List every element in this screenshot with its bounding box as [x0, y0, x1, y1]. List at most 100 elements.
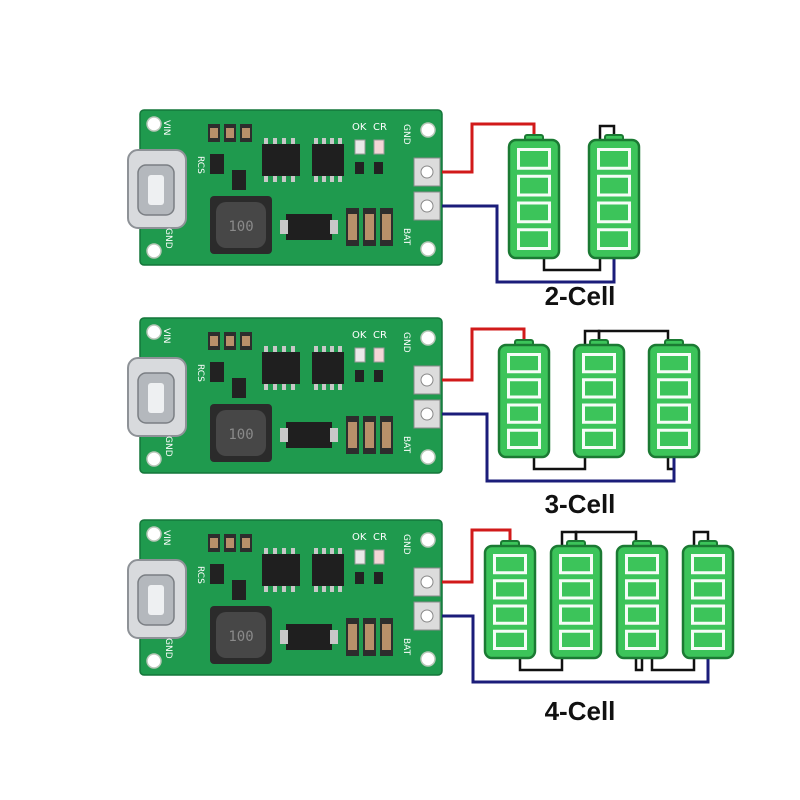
capacitor-body [210, 128, 218, 138]
mount-hole [420, 330, 436, 346]
ic-pin [314, 346, 318, 352]
wire-positive [442, 122, 536, 174]
ic-pin [338, 176, 342, 182]
mount-hole [420, 532, 436, 548]
inductor-core [216, 612, 266, 658]
ic-pin [282, 548, 286, 554]
label-gnd-right: GND [401, 332, 411, 353]
ic-chip [262, 352, 300, 384]
label-rcs: RCS [195, 156, 205, 174]
ic-pin [291, 548, 295, 554]
capacitor-body [210, 538, 218, 548]
ic-pin [264, 138, 268, 144]
resistor [232, 580, 246, 600]
battery-level-fill [585, 406, 613, 421]
battery-level-fill [520, 204, 548, 221]
output-capacitor-body [382, 422, 391, 448]
ic-pin [291, 138, 295, 144]
battery-level-fill [510, 406, 538, 421]
ic-pin [273, 176, 277, 182]
battery-level-fill [660, 431, 688, 446]
diode [286, 422, 332, 448]
label-cr: CR [373, 122, 387, 133]
cell-caption: 4-Cell [545, 696, 616, 726]
ic-pin [291, 176, 295, 182]
ic-pin [322, 384, 326, 390]
wire-negative [442, 412, 676, 483]
battery-level-fill [628, 557, 656, 572]
ic-pin [282, 384, 286, 390]
led [354, 549, 366, 565]
label-ok: OK [352, 330, 367, 341]
resistor [210, 362, 224, 382]
ic-pin [338, 384, 342, 390]
battery-level-fill [660, 356, 688, 371]
capacitor-body [226, 128, 234, 138]
ic-pin [273, 548, 277, 554]
ic-pin [291, 384, 295, 390]
usb-c-tongue [148, 585, 164, 615]
label-gnd-left: GND [163, 228, 173, 249]
label-ok: OK [352, 122, 367, 133]
diode [286, 214, 332, 240]
label-ok: OK [352, 532, 367, 543]
ic-mosfet [312, 554, 344, 586]
terminal-hole [420, 199, 434, 213]
wire-positive [442, 528, 512, 584]
mount-hole [146, 653, 162, 669]
inductor-marking: 100 [228, 427, 253, 443]
wire-negative [442, 614, 710, 684]
mount-hole [420, 651, 436, 667]
ic-pin [314, 384, 318, 390]
terminal-hole [420, 373, 434, 387]
usb-c-tongue [148, 383, 164, 413]
diode [286, 624, 332, 650]
ic-pin [330, 384, 334, 390]
label-bat: BAT [401, 228, 411, 246]
battery-level-fill [562, 557, 590, 572]
output-capacitor-body [382, 214, 391, 240]
battery-level-fill [510, 356, 538, 371]
mount-hole [146, 451, 162, 467]
label-bat: BAT [401, 436, 411, 454]
output-capacitor-body [382, 624, 391, 650]
battery-level-fill [694, 607, 722, 622]
resistor [232, 170, 246, 190]
battery-level-fill [600, 204, 628, 221]
battery-level-fill [660, 381, 688, 396]
mount-hole [420, 122, 436, 138]
ic-pin [338, 548, 342, 554]
terminal-hole [420, 407, 434, 421]
resistor [355, 162, 364, 174]
ic-pin [273, 138, 277, 144]
output-capacitor-body [365, 422, 374, 448]
battery-level-fill [628, 632, 656, 647]
battery-level-fill [520, 151, 548, 167]
label-vin: VIN [161, 530, 171, 546]
battery-level-fill [510, 381, 538, 396]
ic-pin [314, 548, 318, 554]
mount-hole [146, 243, 162, 259]
ic-pin [264, 548, 268, 554]
ic-pin [330, 346, 334, 352]
battery-level-fill [496, 632, 524, 647]
ic-mosfet [312, 352, 344, 384]
ic-chip [262, 144, 300, 176]
battery-level-fill [585, 431, 613, 446]
ic-pin [314, 586, 318, 592]
label-gnd-right: GND [401, 124, 411, 145]
ic-pin [322, 138, 326, 144]
ic-pin [264, 176, 268, 182]
battery-level-fill [628, 582, 656, 597]
ic-pin [330, 586, 334, 592]
battery-level-fill [694, 582, 722, 597]
cell-caption: 3-Cell [545, 489, 616, 519]
ic-pin [282, 138, 286, 144]
inductor-core [216, 410, 266, 456]
battery-level-fill [585, 356, 613, 371]
battery-level-fill [562, 582, 590, 597]
capacitor-body [226, 336, 234, 346]
